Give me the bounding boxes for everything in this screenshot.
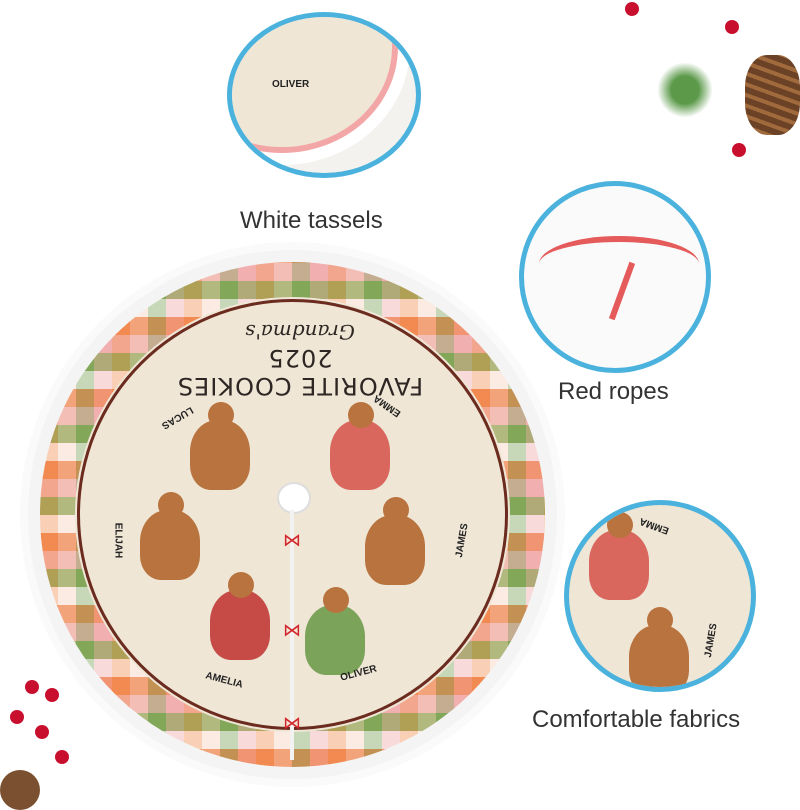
gingerbread-james <box>629 607 689 687</box>
red-rope-tie[interactable]: ⋈ <box>283 620 301 640</box>
detail-name: EMMA <box>638 515 671 536</box>
gingerbread-elijah <box>140 492 200 580</box>
berry-icon <box>625 2 639 16</box>
pinecone-icon <box>745 55 800 135</box>
detail-fabric: EMMA JAMES <box>564 500 756 692</box>
feature-label-tassels: White tassels <box>240 207 383 234</box>
gingerbread-emma <box>330 402 390 490</box>
gingerbread-oliver <box>305 587 365 675</box>
skirt-title-text: FAVORITE COOKIES 2025 <box>176 344 424 400</box>
name-elijah: ELIJAH <box>112 522 124 559</box>
detail-name: JAMES <box>702 622 720 659</box>
berry-icon <box>35 725 49 739</box>
red-rope-bow-icon <box>539 236 699 292</box>
pine-branch-decoration <box>620 0 800 160</box>
berries-decoration <box>0 680 90 810</box>
detail-red-ropes <box>519 181 711 373</box>
berry-icon <box>55 750 69 764</box>
berry-icon <box>732 143 746 157</box>
back-opening <box>290 510 294 760</box>
berry-icon <box>10 710 24 724</box>
skirt-script-title: Grandma's <box>245 320 355 344</box>
feature-label-red-ropes: Red ropes <box>558 378 669 405</box>
detail-fabric <box>232 17 392 147</box>
gingerbread-lucas <box>190 402 250 490</box>
detail-name: OLIVER <box>272 79 310 90</box>
detail-tassels: OLIVER <box>227 12 421 178</box>
gingerbread-emma <box>589 512 649 600</box>
red-rope-tie[interactable]: ⋈ <box>283 530 301 550</box>
leaves-icon <box>650 60 720 120</box>
skirt-title: FAVORITE COOKIES 2025 Grandma's <box>140 320 460 400</box>
berry-icon <box>725 20 739 34</box>
red-rope-tie[interactable]: ⋈ <box>283 713 301 733</box>
gingerbread-james <box>365 497 425 585</box>
center-hole <box>277 482 311 514</box>
gingerbread-amelia <box>210 572 270 660</box>
berry-icon <box>25 680 39 694</box>
pinecone-icon <box>0 770 40 810</box>
feature-label-fabrics: Comfortable fabrics <box>532 706 741 733</box>
berry-icon <box>45 688 59 702</box>
